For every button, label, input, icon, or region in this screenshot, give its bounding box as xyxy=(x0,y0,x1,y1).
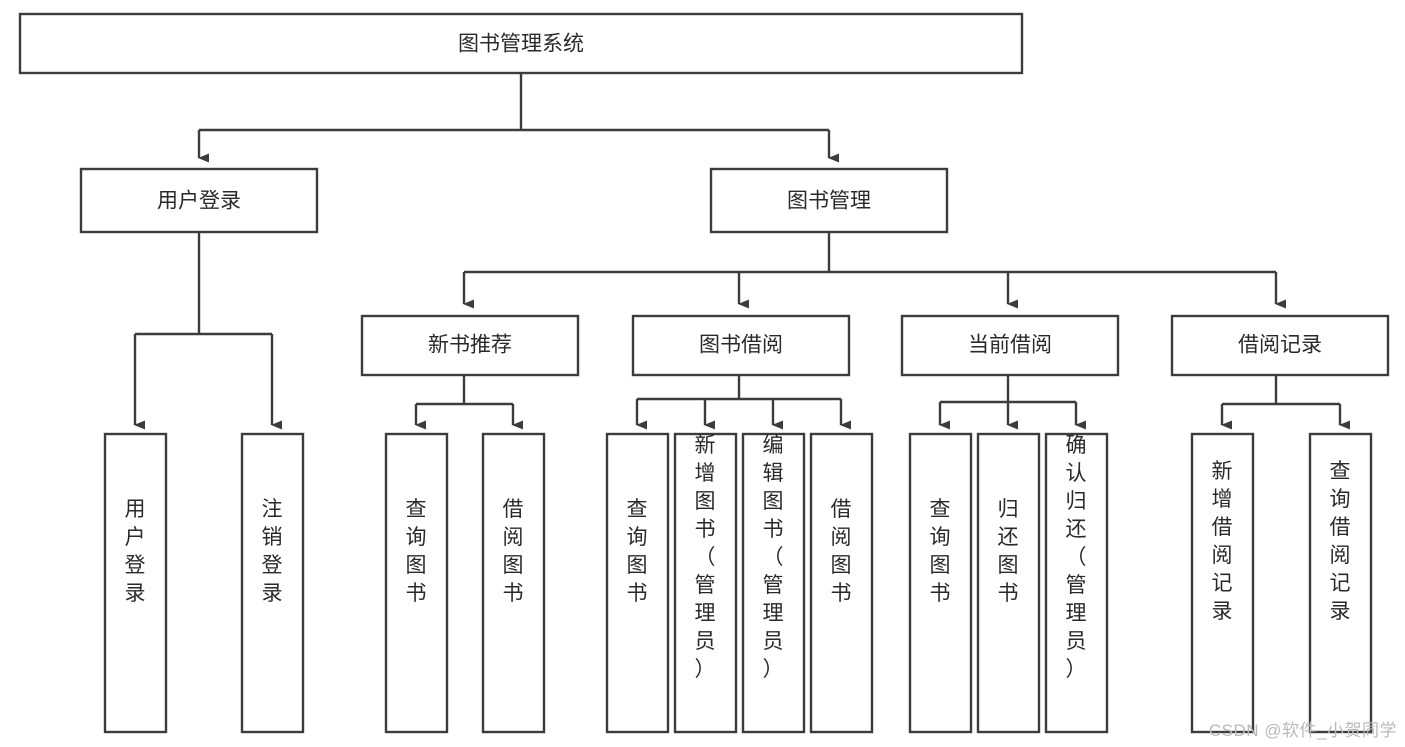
node-leaf-user-login[interactable]: 用户登录 xyxy=(103,432,168,734)
connector-group-root xyxy=(197,73,839,163)
watermark-text: CSDN @软件_小贺同学 xyxy=(1208,721,1397,740)
node-leaf-add-record[interactable]: 新增借阅记录 xyxy=(1190,432,1255,734)
connector-group-new-book-rec xyxy=(414,375,523,430)
node-new-book-rec[interactable]: 新书推荐 xyxy=(360,314,580,377)
node-leaf-borrow-book-2[interactable]: 借阅图书 xyxy=(809,432,874,734)
connector-group-current-borrow xyxy=(938,375,1086,430)
node-leaf-query-book-3-box[interactable] xyxy=(908,432,973,734)
node-leaf-add-record-box[interactable] xyxy=(1190,432,1255,734)
node-leaf-add-record-label: 新增借阅记录 xyxy=(1212,460,1233,623)
node-leaf-borrow-book-1-label: 借阅图书 xyxy=(503,498,524,605)
node-borrow-record-box[interactable] xyxy=(1170,314,1390,377)
node-leaf-logout-box[interactable] xyxy=(240,432,305,734)
node-leaf-query-record-label: 查询借阅记录 xyxy=(1330,460,1351,623)
node-borrow-record-label: 借阅记录 xyxy=(1238,334,1322,357)
node-leaf-query-book-1-box[interactable] xyxy=(384,432,449,734)
node-book-manage-box[interactable] xyxy=(709,167,949,234)
connector-group-borrow-record xyxy=(1220,375,1350,430)
node-book-borrow-box[interactable] xyxy=(631,314,851,377)
node-leaf-query-record-box[interactable] xyxy=(1308,432,1373,734)
node-leaf-return-book-box[interactable] xyxy=(976,432,1041,734)
connector-group-book-borrow xyxy=(635,375,851,430)
node-leaf-confirm-return-box[interactable] xyxy=(1044,432,1109,734)
node-leaf-logout-label: 注销登录 xyxy=(262,498,283,605)
connector-group-book-manage xyxy=(462,232,1286,309)
node-leaf-user-login-label: 用户登录 xyxy=(125,498,146,605)
node-leaf-query-book-1-label: 查询图书 xyxy=(406,498,427,605)
node-leaf-edit-book-label: 编辑图书（管理员） xyxy=(763,434,784,681)
node-leaf-query-book-2-box[interactable] xyxy=(605,432,670,734)
node-book-borrow[interactable]: 图书借阅 xyxy=(631,314,851,377)
node-leaf-borrow-book-1[interactable]: 借阅图书 xyxy=(481,432,546,734)
node-root-label: 图书管理系统 xyxy=(458,33,584,56)
node-leaf-query-book-3-label: 查询图书 xyxy=(930,498,951,605)
node-leaf-edit-book-box[interactable] xyxy=(741,432,806,734)
node-new-book-rec-box[interactable] xyxy=(360,314,580,377)
node-leaf-query-book-2[interactable]: 查询图书 xyxy=(605,432,670,734)
node-root-box[interactable] xyxy=(18,12,1024,75)
node-book-manage-label: 图书管理 xyxy=(787,190,871,213)
node-leaf-confirm-return[interactable]: 确认归还（管理员） xyxy=(1044,432,1109,734)
node-leaf-query-book-2-label: 查询图书 xyxy=(627,498,648,605)
node-leaf-user-login-box[interactable] xyxy=(103,432,168,734)
node-user-login-label: 用户登录 xyxy=(157,190,241,213)
node-root[interactable]: 图书管理系统 xyxy=(18,12,1024,75)
node-borrow-record[interactable]: 借阅记录 xyxy=(1170,314,1390,377)
node-leaf-query-book-3[interactable]: 查询图书 xyxy=(908,432,973,734)
node-leaf-borrow-book-1-box[interactable] xyxy=(481,432,546,734)
node-leaf-confirm-return-label: 确认归还（管理员） xyxy=(1066,434,1087,681)
node-leaf-return-book-label: 归还图书 xyxy=(998,498,1019,605)
node-new-book-rec-label: 新书推荐 xyxy=(428,334,512,357)
node-user-login[interactable]: 用户登录 xyxy=(79,167,319,234)
node-leaf-borrow-book-2-label: 借阅图书 xyxy=(831,498,852,605)
node-leaf-add-book-box[interactable] xyxy=(673,432,738,734)
node-user-login-box[interactable] xyxy=(79,167,319,234)
node-current-borrow[interactable]: 当前借阅 xyxy=(900,314,1120,377)
node-leaf-query-book-1[interactable]: 查询图书 xyxy=(384,432,449,734)
connector-group-user-login xyxy=(133,232,282,430)
node-leaf-borrow-book-2-box[interactable] xyxy=(809,432,874,734)
node-leaf-add-book[interactable]: 新增图书（管理员） xyxy=(673,432,738,734)
node-book-manage[interactable]: 图书管理 xyxy=(709,167,949,234)
node-leaf-edit-book[interactable]: 编辑图书（管理员） xyxy=(741,432,806,734)
node-leaf-logout[interactable]: 注销登录 xyxy=(240,432,305,734)
node-leaf-add-book-label: 新增图书（管理员） xyxy=(695,434,716,681)
node-current-borrow-box[interactable] xyxy=(900,314,1120,377)
node-current-borrow-label: 当前借阅 xyxy=(968,334,1052,357)
node-book-borrow-label: 图书借阅 xyxy=(699,334,783,357)
node-leaf-query-record[interactable]: 查询借阅记录 xyxy=(1308,432,1373,734)
node-leaf-return-book[interactable]: 归还图书 xyxy=(976,432,1041,734)
